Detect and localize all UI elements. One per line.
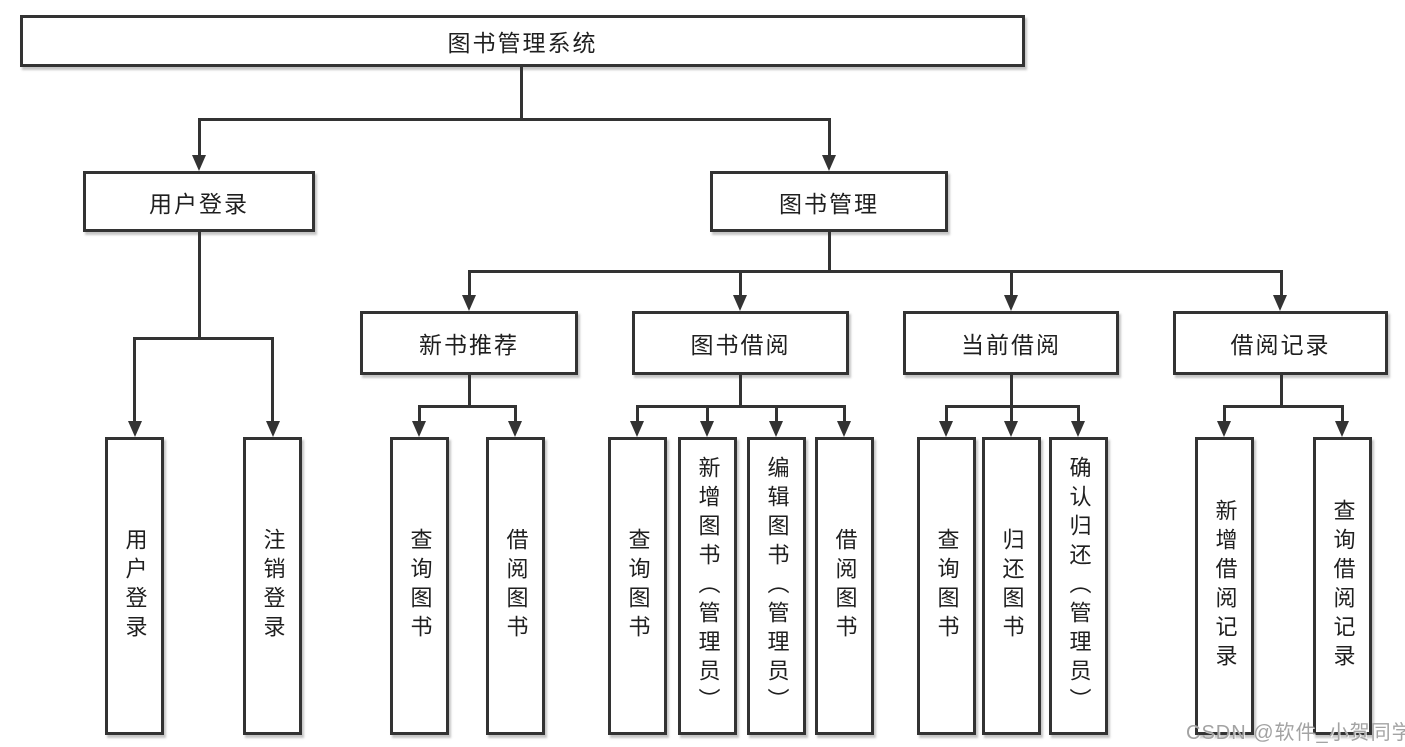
connector-line [1009, 270, 1013, 295]
arrow-down-icon [412, 421, 426, 437]
connector-line [775, 405, 778, 421]
connector-line [418, 405, 517, 408]
arrow-down-icon [733, 295, 747, 311]
connector-line [1077, 405, 1080, 421]
connector-line [197, 118, 831, 121]
leaf-user-login: 用户登录 [105, 437, 164, 735]
arrow-down-icon [462, 295, 476, 311]
connector-line [418, 405, 421, 421]
connector-line [827, 118, 831, 155]
connector-line [636, 405, 639, 421]
connector-line [467, 270, 1282, 273]
node-book-management: 图书管理 [710, 171, 948, 232]
connector-line [843, 405, 846, 421]
arrow-down-icon [1004, 295, 1018, 311]
arrow-down-icon [128, 421, 142, 437]
connector-line [514, 405, 517, 421]
connector-line [1009, 375, 1013, 408]
connector-line [1279, 375, 1283, 408]
node-library-management-system: 图书管理系统 [20, 15, 1025, 67]
connector-line [1223, 405, 1226, 421]
connector-line [519, 67, 523, 121]
connector-line [1010, 405, 1013, 421]
leaf-add-borrow-record: 新增借阅记录 [1195, 437, 1254, 735]
arrow-down-icon [1071, 421, 1085, 437]
connector-line [133, 337, 274, 340]
connector-line [738, 375, 742, 408]
connector-line [636, 405, 846, 408]
arrow-down-icon [266, 421, 280, 437]
node-new-book-recommendation: 新书推荐 [360, 311, 578, 375]
leaf-query-books-recommend: 查询图书 [390, 437, 449, 735]
leaf-add-book-admin: 新增图书（管理员） [678, 437, 737, 735]
arrow-down-icon [939, 421, 953, 437]
connector-line [706, 405, 709, 421]
leaf-query-books-borrowing: 查询图书 [608, 437, 667, 735]
node-book-borrowing: 图书借阅 [632, 311, 849, 375]
connector-line [738, 270, 742, 295]
node-borrowing-records: 借阅记录 [1173, 311, 1388, 375]
arrow-down-icon [192, 155, 206, 171]
arrow-down-icon [508, 421, 522, 437]
arrow-down-icon [1217, 421, 1231, 437]
leaf-confirm-return-admin: 确认归还（管理员） [1049, 437, 1108, 735]
connector-line [467, 375, 471, 408]
leaf-return-books: 归还图书 [982, 437, 1041, 735]
connector-line [945, 405, 948, 421]
arrow-down-icon [1335, 421, 1349, 437]
connector-line [1279, 270, 1283, 295]
leaf-borrow-books-recommend: 借阅图书 [486, 437, 545, 735]
connector-line [197, 232, 201, 340]
connector-line [271, 337, 274, 421]
leaf-borrow-books-borrowing: 借阅图书 [815, 437, 874, 735]
node-user-login: 用户登录 [83, 171, 315, 232]
leaf-edit-book-admin: 编辑图书（管理员） [747, 437, 806, 735]
arrow-down-icon [822, 155, 836, 171]
connector-line [197, 118, 201, 155]
connector-line [1223, 405, 1344, 408]
leaf-query-borrow-record: 查询借阅记录 [1313, 437, 1372, 735]
connector-line [1341, 405, 1344, 421]
connector-line [467, 270, 471, 295]
arrow-down-icon [1273, 295, 1287, 311]
connector-line [827, 232, 831, 273]
watermark: CSDN @软件_小贺同学 [1186, 722, 1405, 744]
node-current-borrowing: 当前借阅 [903, 311, 1119, 375]
arrow-down-icon [837, 421, 851, 437]
arrow-down-icon [1004, 421, 1018, 437]
connector-line [133, 337, 136, 421]
leaf-logout: 注销登录 [243, 437, 302, 735]
leaf-query-books-current: 查询图书 [917, 437, 976, 735]
arrow-down-icon [700, 421, 714, 437]
arrow-down-icon [769, 421, 783, 437]
arrow-down-icon [630, 421, 644, 437]
